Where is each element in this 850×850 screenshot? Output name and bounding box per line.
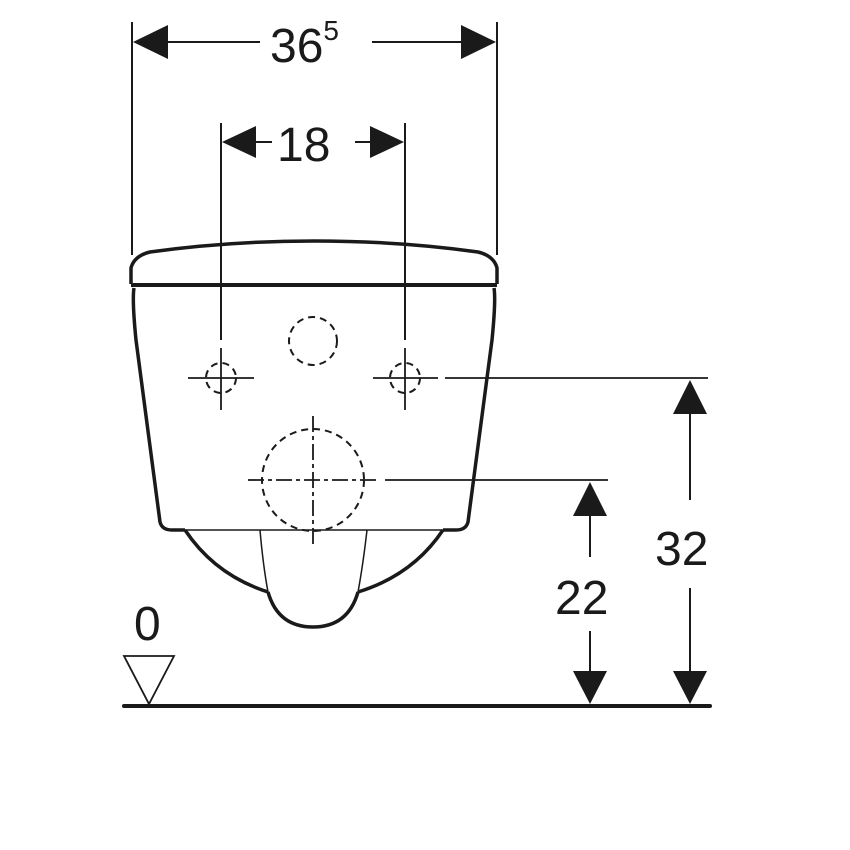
arrow-down-icon: [673, 671, 707, 704]
water-inlet-circle: [288, 316, 338, 366]
bowl-body: [131, 287, 185, 532]
fixing-height-dimension: 32: [655, 380, 708, 704]
hole-spacing-label: 18: [277, 119, 330, 172]
overall-width-superscript: 5: [323, 15, 339, 46]
arrow-up-icon: [673, 380, 707, 414]
floor-reference-label: 0: [134, 598, 161, 651]
seat-lid: [129, 239, 499, 284]
overall-width-label: 365: [270, 15, 339, 73]
fixing-height-label: 32: [655, 523, 708, 576]
floor-reference: 0: [122, 598, 176, 706]
bowl-lower-curve: [183, 529, 269, 594]
arrow-left-icon: [133, 25, 168, 59]
arrow-down-icon: [573, 671, 607, 704]
level-triangle-icon: [122, 655, 176, 706]
arrow-right-icon: [461, 25, 496, 59]
arrow-right-icon: [370, 126, 404, 158]
outlet-height-dimension: 22: [555, 482, 608, 704]
toilet-outline: [129, 239, 499, 629]
arrow-left-icon: [222, 126, 256, 158]
center-lines: [188, 348, 438, 546]
hole-spacing-dimension: 18: [220, 119, 406, 340]
reference-lines: [122, 377, 712, 708]
outlet-height-label: 22: [555, 572, 608, 625]
overall-width-dimension: 365: [131, 15, 498, 255]
overall-width-value: 36: [270, 20, 323, 73]
arrow-up-icon: [573, 482, 607, 516]
